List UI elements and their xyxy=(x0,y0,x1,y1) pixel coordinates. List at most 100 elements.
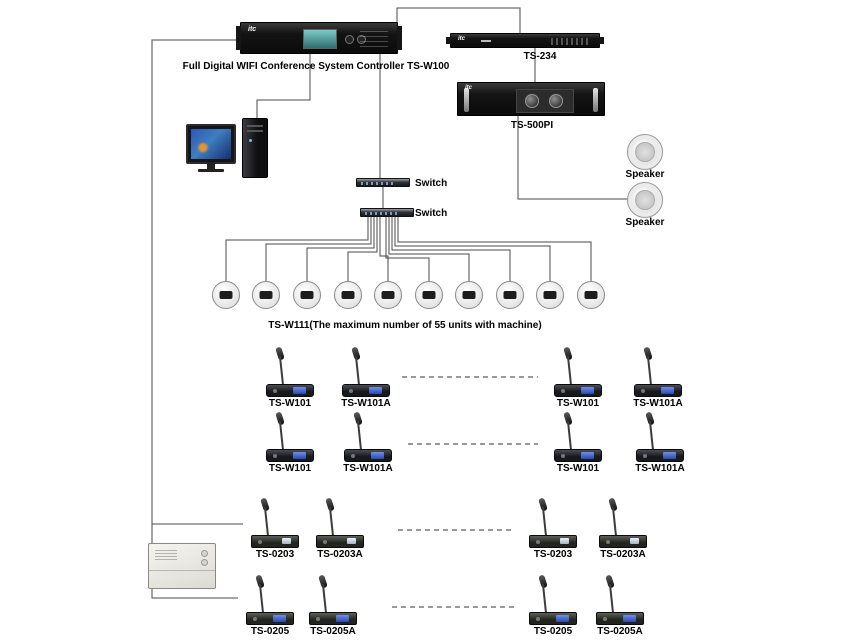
mic-base xyxy=(599,535,647,548)
mic-neck xyxy=(278,421,284,451)
wire-amp-to-speaker xyxy=(517,116,627,200)
mic-icon xyxy=(334,346,398,397)
wifi-unit-logo xyxy=(341,291,355,299)
speaker-label: Speaker xyxy=(625,169,665,180)
wifi-unit-icon xyxy=(577,281,605,309)
mic-screen xyxy=(293,452,306,459)
mic-label: TS-W101A xyxy=(635,463,685,474)
mic-neck xyxy=(648,421,654,451)
pc-monitor-foot xyxy=(198,169,224,172)
wifi-unit-logo xyxy=(259,291,273,299)
mic-neck xyxy=(328,507,334,537)
wire-switch-to-wifi-unit xyxy=(397,217,592,281)
wire-switch-to-wifi-unit xyxy=(347,217,378,281)
controller-screen xyxy=(303,29,337,49)
controller-button-row xyxy=(360,31,388,47)
mic-base xyxy=(529,535,577,548)
mic-group: TS-0203A xyxy=(591,497,655,560)
mic-label: TS-0203 xyxy=(533,549,573,560)
rack-ear xyxy=(599,37,604,44)
mic-icon xyxy=(258,411,322,462)
mic-label: TS-0203 xyxy=(255,549,295,560)
mic-base xyxy=(246,612,294,625)
mic-group: TS-0205 xyxy=(521,574,585,637)
mic-group: TS-W101 xyxy=(546,411,610,474)
mic-neck xyxy=(611,507,617,537)
mic-neck xyxy=(566,421,572,451)
itc-logo: itc xyxy=(458,36,466,42)
amp-knob xyxy=(525,94,539,108)
amp-handle xyxy=(464,88,469,112)
mic-neck xyxy=(541,584,547,614)
mic-label: TS-W101 xyxy=(556,398,600,409)
mic-icon xyxy=(243,497,307,548)
wifi-row-caption: TS-W111(The maximum number of 55 units w… xyxy=(268,320,542,331)
ts234-led xyxy=(481,40,491,42)
mic-group: TS-0205 xyxy=(238,574,302,637)
mic-label: TS-W101 xyxy=(268,463,312,474)
mic-base xyxy=(634,384,682,397)
mic-icon xyxy=(521,574,585,625)
wifi-unit-icon xyxy=(415,281,443,309)
speaker-cone xyxy=(635,190,655,210)
mic-screen xyxy=(336,615,349,622)
mic-group: TS-W101A xyxy=(336,411,400,474)
mic-icon xyxy=(546,346,610,397)
mic-label: TS-0205 xyxy=(533,626,573,637)
speaker-icon xyxy=(627,134,663,170)
controller-knob xyxy=(357,35,366,44)
mic-neck xyxy=(263,507,269,537)
mic-screen xyxy=(581,387,594,394)
wifi-unit-icon xyxy=(496,281,524,309)
wifi-unit-icon xyxy=(455,281,483,309)
amp-panel xyxy=(516,89,574,113)
wifi-unit-logo xyxy=(381,291,395,299)
ts500pi-unit: itc xyxy=(457,82,605,116)
mic-icon xyxy=(301,574,365,625)
mic-screen xyxy=(661,387,674,394)
mic-screen xyxy=(630,538,639,544)
wire-switch-to-wifi-unit xyxy=(391,217,511,281)
mic-group: TS-W101 xyxy=(546,346,610,409)
mic-icon xyxy=(628,411,692,462)
mic-group: TS-0205A xyxy=(588,574,652,637)
mic-icon xyxy=(588,574,652,625)
mic-group: TS-0203A xyxy=(308,497,372,560)
speaker-cone xyxy=(635,142,655,162)
ts500pi-label: TS-500PI xyxy=(510,120,554,131)
wire-switch-to-wifi-unit xyxy=(225,217,369,281)
mic-screen xyxy=(623,615,636,622)
mic-group: TS-W101 xyxy=(258,411,322,474)
pc-tower-icon xyxy=(242,118,268,178)
mic-label: TS-0203A xyxy=(600,549,646,560)
mic-icon xyxy=(591,497,655,548)
mic-label: TS-W101 xyxy=(268,398,312,409)
wifi-unit-logo xyxy=(503,291,517,299)
mic-base xyxy=(266,449,314,462)
mic-base xyxy=(342,384,390,397)
mic-base xyxy=(316,535,364,548)
wifi-unit-icon xyxy=(374,281,402,309)
mic-group: TS-W101A xyxy=(334,346,398,409)
mic-label: TS-0205 xyxy=(250,626,290,637)
pc-tower-slot xyxy=(247,130,263,132)
mic-base xyxy=(554,449,602,462)
ts234-label: TS-234 xyxy=(523,51,557,62)
wifi-unit-icon xyxy=(293,281,321,309)
pc-screen xyxy=(191,129,231,159)
power-box-label-area xyxy=(155,550,177,560)
mic-screen xyxy=(369,387,382,394)
wire-switch-to-wifi-unit xyxy=(265,217,372,281)
wire-controller-to-pc xyxy=(256,54,311,118)
rack-ear xyxy=(446,37,451,44)
pc-monitor-icon xyxy=(186,124,236,172)
power-box-screw xyxy=(201,550,208,557)
mic-neck xyxy=(541,507,547,537)
mic-group: TS-W101 xyxy=(258,346,322,409)
mic-label: TS-0203A xyxy=(317,549,363,560)
wire-switch-to-wifi-unit xyxy=(388,217,470,281)
mic-screen xyxy=(293,387,306,394)
controller-unit: itc xyxy=(236,22,402,54)
mic-neck xyxy=(258,584,264,614)
